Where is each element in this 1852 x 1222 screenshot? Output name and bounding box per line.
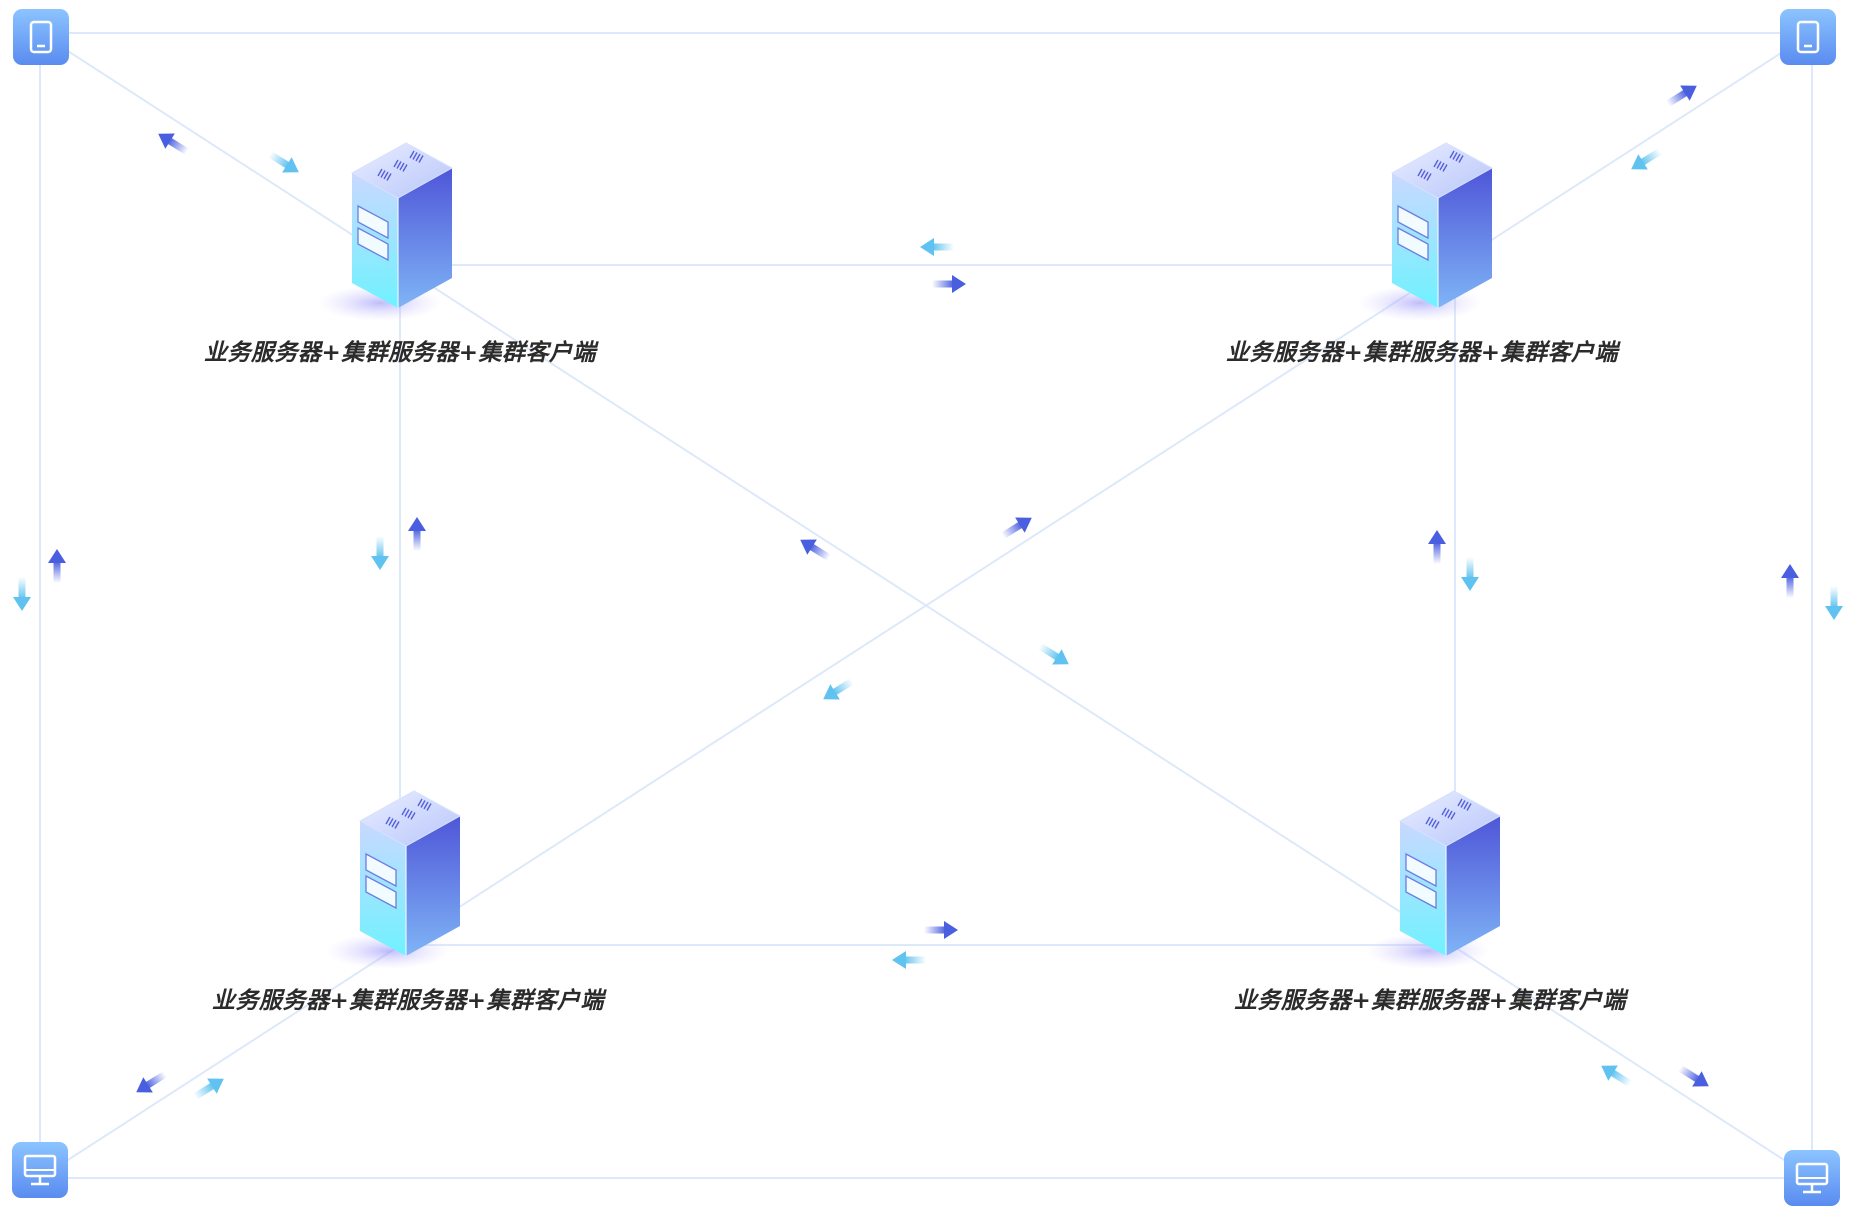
flow-arrow bbox=[1001, 517, 1032, 539]
flow-arrow bbox=[823, 678, 854, 700]
device-top-right bbox=[1780, 9, 1836, 65]
flow-arrow bbox=[193, 1078, 224, 1100]
flow-arrow bbox=[932, 275, 966, 293]
server-top-right bbox=[1358, 142, 1494, 321]
tablet-icon bbox=[29, 20, 53, 54]
monitor-icon bbox=[23, 1154, 57, 1186]
flow-arrow bbox=[48, 549, 66, 583]
flow-arrow bbox=[13, 577, 31, 611]
server-bottom-right bbox=[1366, 790, 1502, 969]
flow-arrow bbox=[1631, 148, 1662, 170]
flow-arrow bbox=[371, 536, 389, 570]
flow-arrows bbox=[13, 85, 1843, 1100]
flow-arrow bbox=[920, 238, 954, 256]
flow-arrow bbox=[1781, 564, 1799, 598]
connection-lines bbox=[39, 32, 1813, 1179]
flow-arrow bbox=[800, 539, 831, 561]
flow-arrow bbox=[924, 921, 958, 939]
flow-arrow bbox=[158, 133, 189, 155]
server-top-left-label: 业务服务器+集群服务器+集群客户端 bbox=[203, 340, 597, 366]
flow-arrow bbox=[1825, 586, 1843, 620]
flow-arrow bbox=[136, 1071, 167, 1093]
flow-arrow bbox=[268, 151, 299, 173]
tablet-icon bbox=[1796, 20, 1820, 54]
flow-arrow bbox=[1461, 557, 1479, 591]
flow-arrow bbox=[1428, 530, 1446, 564]
server-bottom-right-label: 业务服务器+集群服务器+集群客户端 bbox=[1233, 988, 1627, 1014]
flow-arrow bbox=[1038, 643, 1069, 665]
server-bottom-left-label: 业务服务器+集群服务器+集群客户端 bbox=[211, 988, 605, 1014]
server-top-left bbox=[318, 142, 454, 321]
server-top-right-label: 业务服务器+集群服务器+集群客户端 bbox=[1225, 340, 1619, 366]
device-top-left bbox=[13, 9, 69, 65]
device-bottom-right bbox=[1784, 1150, 1840, 1206]
flow-arrow bbox=[1666, 85, 1697, 107]
line-diagonal-b bbox=[39, 32, 1813, 1179]
flow-arrow bbox=[408, 517, 426, 551]
monitor-icon bbox=[1795, 1162, 1829, 1194]
flow-arrow bbox=[892, 951, 926, 969]
flow-arrow bbox=[1678, 1065, 1709, 1087]
flow-arrow bbox=[1601, 1065, 1632, 1087]
server-bottom-left bbox=[326, 790, 462, 969]
device-bottom-left bbox=[12, 1142, 68, 1198]
